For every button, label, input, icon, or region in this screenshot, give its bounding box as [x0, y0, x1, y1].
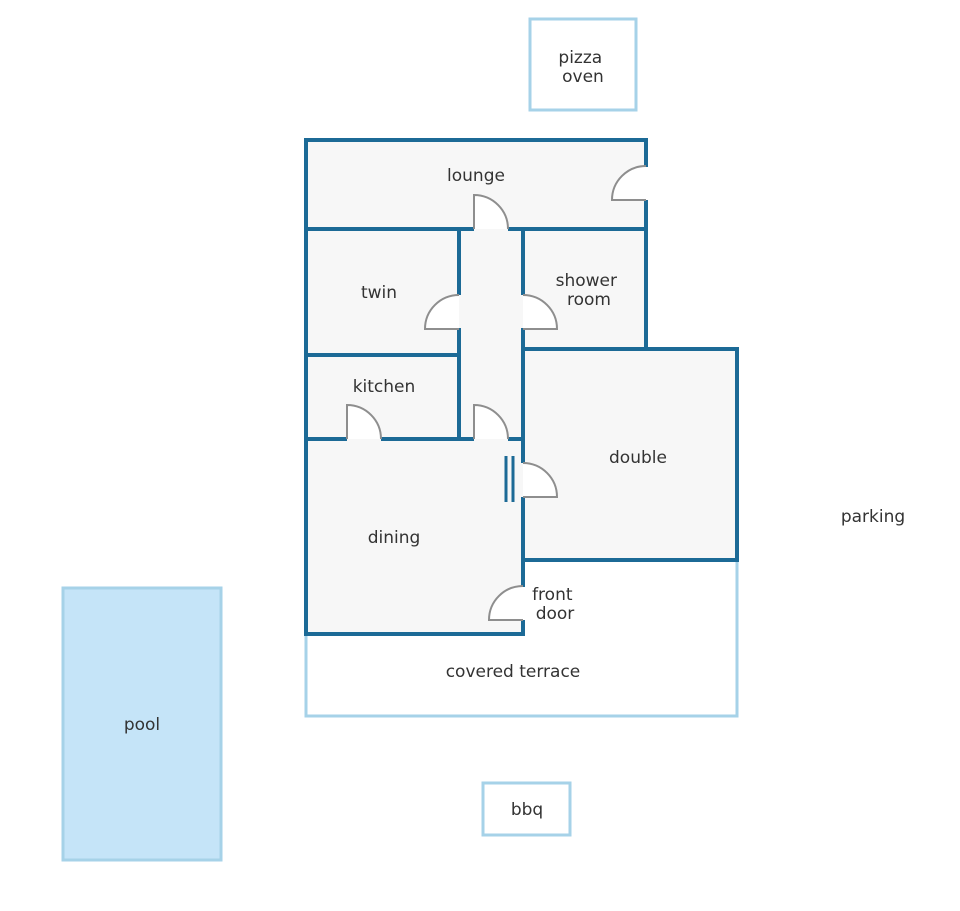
- pool-area: [61, 586, 223, 862]
- dining-hall-door: [473, 403, 509, 440]
- double-door: [522, 462, 559, 498]
- double-label: double: [609, 448, 667, 468]
- twin-door: [423, 294, 460, 330]
- kitchen-label: kitchen: [353, 377, 416, 397]
- lounge-exterior-door: [610, 165, 647, 201]
- lounge-door: [473, 193, 509, 230]
- pizza-oven-label: pizza oven: [558, 48, 607, 87]
- front-door-label: front door: [532, 585, 578, 624]
- pizza-oven-area: [528, 17, 638, 112]
- lounge-label: lounge: [447, 166, 505, 186]
- twin-label: twin: [361, 283, 397, 303]
- shower-room-door: [522, 294, 559, 330]
- shower-room-label: shower room: [556, 271, 623, 310]
- bbq-label: bbq: [511, 800, 543, 820]
- exterior-wall: [304, 138, 739, 636]
- bbq-area: [481, 781, 572, 837]
- pool-label: pool: [124, 715, 160, 735]
- kitchen-door: [346, 403, 382, 440]
- front-door-swing: [487, 585, 524, 621]
- dining-label: dining: [368, 528, 421, 548]
- parking-label: parking: [841, 507, 905, 527]
- covered-terrace-label: covered terrace: [446, 662, 581, 682]
